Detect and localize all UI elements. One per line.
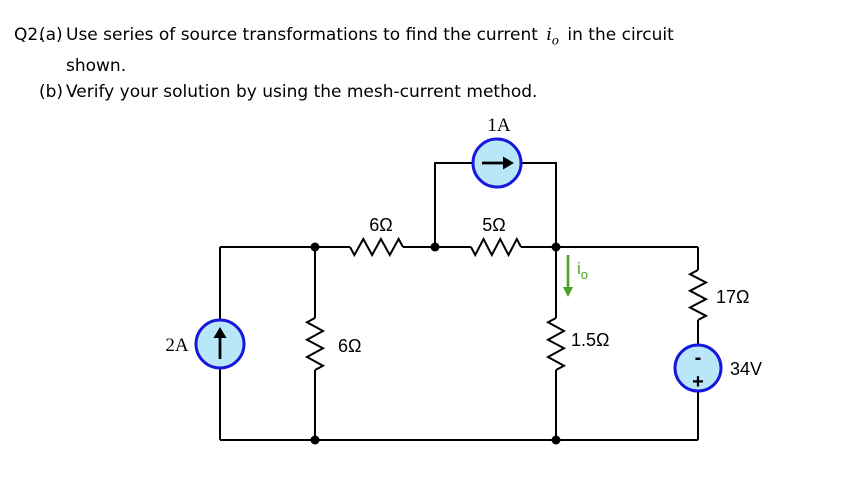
question-line-1: Q2.(a)Use series of source transformatio…	[14, 22, 830, 53]
junction-dot	[430, 242, 440, 252]
current-io-symbol: io	[546, 25, 559, 48]
circuit-wires	[219, 162, 699, 441]
resistor-5ohm-top-zigzag	[470, 236, 522, 258]
io-current-arrow-icon	[563, 287, 573, 297]
part-a-text-after: in the circuit	[567, 25, 674, 45]
resistor-1_5ohm-label: 1.5Ω	[571, 330, 609, 350]
voltage-source-minus-sign: -	[695, 347, 702, 369]
part-b-label: (b)	[39, 82, 64, 103]
junction-dot	[551, 242, 561, 252]
current-source-1a-label: 1A	[487, 115, 511, 136]
junction-dot	[310, 435, 320, 445]
junction-dot	[551, 435, 561, 445]
io-label-subscript: o	[581, 267, 588, 282]
resistor-5ohm-top-label: 5Ω	[482, 215, 505, 235]
resistor-6ohm-top-label: 6Ω	[369, 215, 392, 235]
current-source-1a-arrow-icon	[503, 156, 514, 170]
voltage-source-34v-circle	[673, 343, 723, 393]
part-a-label: (a)	[39, 25, 63, 45]
io-current-label: io	[577, 259, 588, 282]
io-letter: i	[546, 25, 552, 45]
part-b-text: Verify your solution by using the mesh-c…	[66, 82, 538, 103]
resistor-17ohm-label: 17Ω	[716, 287, 749, 307]
part-a-text-before: Use series of source transformations to …	[66, 25, 538, 45]
resistor-6ohm-vertical-label: 6Ω	[338, 336, 361, 356]
voltage-source-34v-label: 34V	[730, 359, 762, 379]
junction-dot	[310, 242, 320, 252]
io-subscript: o	[551, 33, 559, 48]
question-number: Q2.	[14, 25, 44, 45]
current-source-2a-label: 2A	[165, 335, 189, 356]
resistor-1_5ohm-zigzag	[545, 317, 567, 371]
question-line-3: (b)Verify your solution by using the mes…	[14, 79, 830, 105]
question-text: Q2.(a)Use series of source transformatio…	[14, 22, 830, 105]
current-source-2a-arrow-icon	[213, 327, 227, 338]
resistor-17ohm-zigzag	[687, 269, 709, 321]
resistor-6ohm-top-zigzag	[349, 236, 404, 258]
io-label-letter: i	[577, 259, 581, 278]
resistor-6ohm-vertical-zigzag	[304, 317, 326, 371]
question-line-2: shown.	[66, 56, 127, 77]
voltage-source-plus-sign: +	[692, 371, 704, 393]
